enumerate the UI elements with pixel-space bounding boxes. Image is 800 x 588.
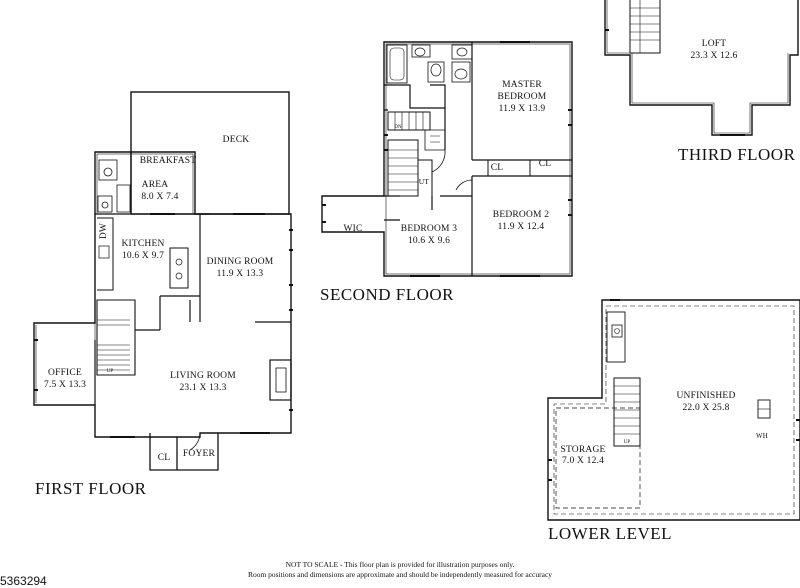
footer-disclaimer-line1: NOT TO SCALE - This floor plan is provid…	[285, 560, 515, 569]
first-stair-label: UP	[107, 369, 114, 374]
office-dims: 7.5 X 13.3	[44, 380, 86, 390]
first-floor-plan	[33, 91, 293, 471]
living-label: LIVING ROOM	[170, 371, 236, 381]
second-closet-a-label: CL	[491, 163, 504, 173]
kitchen-label: KITCHEN	[121, 239, 164, 249]
breakfast-label-line2: AREA	[142, 180, 169, 190]
third-floor-walls	[604, 0, 799, 136]
lower-level-walls	[547, 299, 800, 521]
office-label: OFFICE	[48, 368, 82, 378]
dishwasher-label: DW	[99, 223, 109, 239]
loft-dims: 23.3 X 12.6	[690, 51, 737, 61]
second-floor-walls	[321, 41, 573, 277]
living-dims: 23.1 X 13.3	[179, 383, 226, 393]
foyer-label: FOYER	[183, 449, 216, 459]
footer-disclaimer-line2: Room positions and dimensions are approx…	[247, 570, 553, 579]
lower-stair-label: UP	[624, 440, 631, 445]
loft-stairs	[629, 0, 661, 54]
second-closet-b-label: CL	[539, 159, 552, 169]
water-heater-label: WH	[756, 432, 768, 440]
storage-dims: 7.0 X 12.4	[562, 456, 604, 466]
lower-level-title: LOWER LEVEL	[548, 524, 672, 543]
lower-level-plan	[547, 299, 800, 521]
foyer-walls	[149, 433, 219, 471]
dining-dims: 11.9 X 13.3	[217, 269, 264, 279]
fireplace	[269, 359, 292, 401]
loft-label: LOFT	[702, 39, 727, 49]
master-label-line1: MASTER	[502, 80, 542, 90]
first-floor-title: FIRST FLOOR	[35, 479, 147, 498]
bedroom2-dims: 11.9 X 12.4	[498, 222, 545, 232]
bedroom2-label: BEDROOM 2	[493, 210, 549, 220]
listing-id: 5363294	[0, 574, 47, 588]
breakfast-dims: 8.0 X 7.4	[141, 192, 178, 202]
kitchen-island	[169, 247, 189, 289]
bedroom3-dims: 10.6 X 9.6	[408, 236, 450, 246]
first-floor-stairs	[96, 299, 136, 376]
second-floor-plan	[321, 41, 573, 277]
deck-label: DECK	[223, 135, 250, 145]
bathtub	[386, 44, 408, 84]
second-floor-title: SECOND FLOOR	[320, 285, 454, 304]
bedroom3-label: BEDROOM 3	[401, 224, 457, 234]
kitchen-dims: 10.6 X 9.7	[122, 251, 164, 261]
master-label-line2: BEDROOM	[498, 92, 547, 102]
dining-label: DINING ROOM	[207, 257, 274, 267]
second-stair-label: DN	[394, 125, 402, 130]
third-floor-title: THIRD FLOOR	[678, 145, 796, 164]
utility-label: UT	[419, 177, 430, 186]
storage-walls	[555, 407, 641, 509]
storage-label: STORAGE	[560, 445, 605, 455]
third-floor-plan	[604, 0, 799, 136]
master-dims: 11.9 X 13.9	[499, 104, 546, 114]
breakfast-label-line1: BREAKFAST	[140, 156, 197, 166]
unfinished-dims: 22.0 X 25.8	[682, 403, 729, 413]
breakfast-bath-fixture	[98, 159, 118, 181]
unfinished-label: UNFINISHED	[677, 391, 736, 401]
wic-label: WIC	[343, 224, 362, 234]
lower-level-stairs	[613, 377, 641, 447]
first-closet-label: CL	[158, 453, 171, 463]
